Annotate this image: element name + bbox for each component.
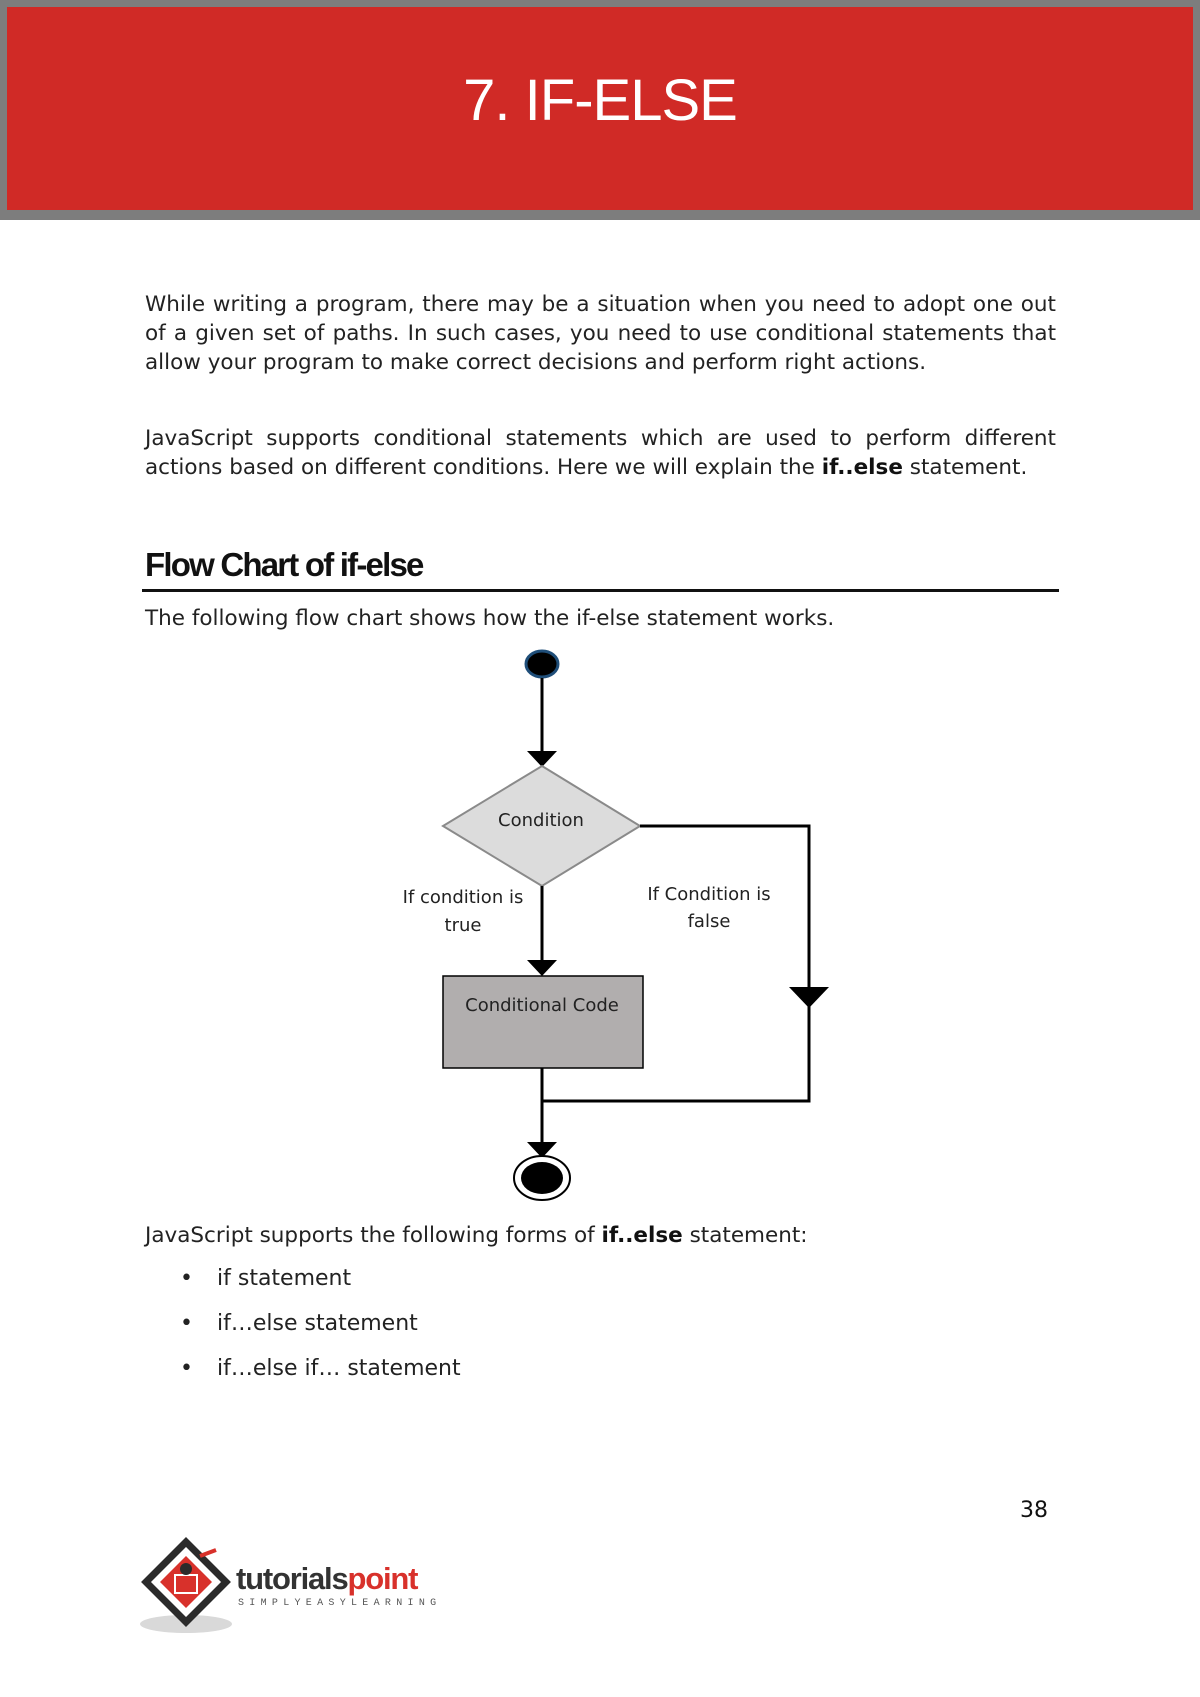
intro-paragraph-2: JavaScript supports conditional statemen… <box>145 424 1056 482</box>
flowchart: Condition If condition is true If Condit… <box>403 649 829 1201</box>
false-label-line1: If Condition is <box>647 884 770 905</box>
end-arrowhead <box>527 1142 557 1158</box>
bullet-icon: • <box>180 1311 193 1336</box>
false-label-line2: false <box>688 911 731 932</box>
section-title: Flow Chart of if-else <box>145 546 424 583</box>
end-node <box>521 1162 563 1194</box>
true-branch-arrowhead <box>527 960 557 976</box>
logo-wordmark: tutorialspoint <box>236 1561 419 1596</box>
list-item-text: if statement <box>217 1266 352 1291</box>
start-node <box>524 649 560 679</box>
logo-tagline: SIMPLYEASYLEARNING <box>238 1598 442 1609</box>
logo-word-red: point <box>347 1561 419 1596</box>
start-arrowhead <box>527 751 557 767</box>
logo-word-dark: tutorials <box>236 1561 349 1596</box>
intro-paragraph-2-end: statement. <box>902 455 1028 480</box>
list-item-text: if…else if… statement <box>217 1356 461 1381</box>
false-branch-arrowhead <box>789 987 829 1008</box>
true-label-line2: true <box>445 915 482 936</box>
chapter-title: 7. IF-ELSE <box>463 68 738 133</box>
forms-intro-bold: if..else <box>601 1223 683 1248</box>
bullet-icon: • <box>180 1266 193 1291</box>
section-divider <box>142 589 1059 592</box>
intro-paragraph-1: While writing a program, there may be a … <box>145 292 1056 375</box>
forms-intro-end: statement: <box>682 1223 808 1248</box>
forms-intro: JavaScript supports the following forms … <box>145 1221 1056 1250</box>
conditional-code-box <box>442 975 644 1069</box>
page-number: 38 <box>1020 1498 1048 1523</box>
section-description: The following flow chart shows how the i… <box>145 606 835 631</box>
condition-label: Condition <box>498 810 584 831</box>
false-branch-connector <box>542 824 811 1103</box>
true-label-line1: If condition is <box>403 887 524 908</box>
chapter-banner: 7. IF-ELSE <box>0 0 1200 220</box>
conditional-code-label: Conditional Code <box>465 995 619 1016</box>
bullet-icon: • <box>180 1356 193 1381</box>
list-item-text: if…else statement <box>217 1311 418 1336</box>
tutorialspoint-logo: tutorialspoint SIMPLYEASYLEARNING <box>140 1536 480 1636</box>
logo-emblem-icon <box>140 1537 232 1633</box>
forms-intro-text: JavaScript supports the following forms … <box>145 1223 602 1248</box>
intro-paragraph-2-bold: if..else <box>821 455 903 480</box>
intro-paragraph-2-text: JavaScript supports conditional statemen… <box>145 426 1056 480</box>
